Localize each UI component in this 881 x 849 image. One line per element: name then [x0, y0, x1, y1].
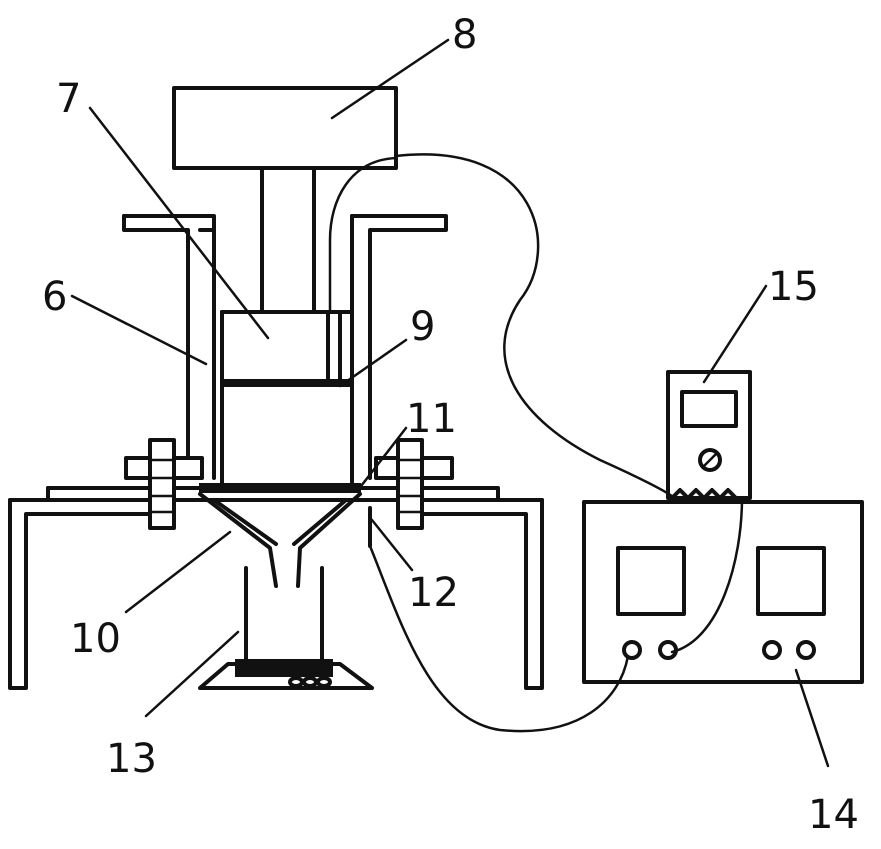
- label-12: 12: [408, 570, 459, 616]
- label-7: 7: [56, 76, 81, 122]
- label-13: 13: [106, 736, 157, 782]
- label-11: 11: [406, 396, 457, 442]
- component-10-funnel: [198, 492, 362, 588]
- part-labels: 8 7 6 9 11 10 12 13 14 15: [42, 12, 859, 838]
- label-8: 8: [452, 12, 477, 58]
- label-9: 9: [410, 304, 435, 350]
- left-bolt: [124, 438, 204, 530]
- component-7-piston: [220, 310, 354, 387]
- label-10: 10: [70, 616, 121, 662]
- label-14: 14: [808, 792, 859, 838]
- component-13-cup: [198, 566, 374, 690]
- label-15: 15: [768, 264, 819, 310]
- component-15-meter: [666, 370, 752, 500]
- wires: [328, 153, 744, 733]
- shaft: [220, 166, 340, 314]
- label-6: 6: [42, 274, 67, 320]
- component-14-power-supply: [582, 500, 864, 684]
- leader-lines: [70, 38, 830, 768]
- component-9-probe: [320, 310, 348, 382]
- component-8-top-block: [172, 86, 398, 170]
- base-platform: [8, 483, 544, 690]
